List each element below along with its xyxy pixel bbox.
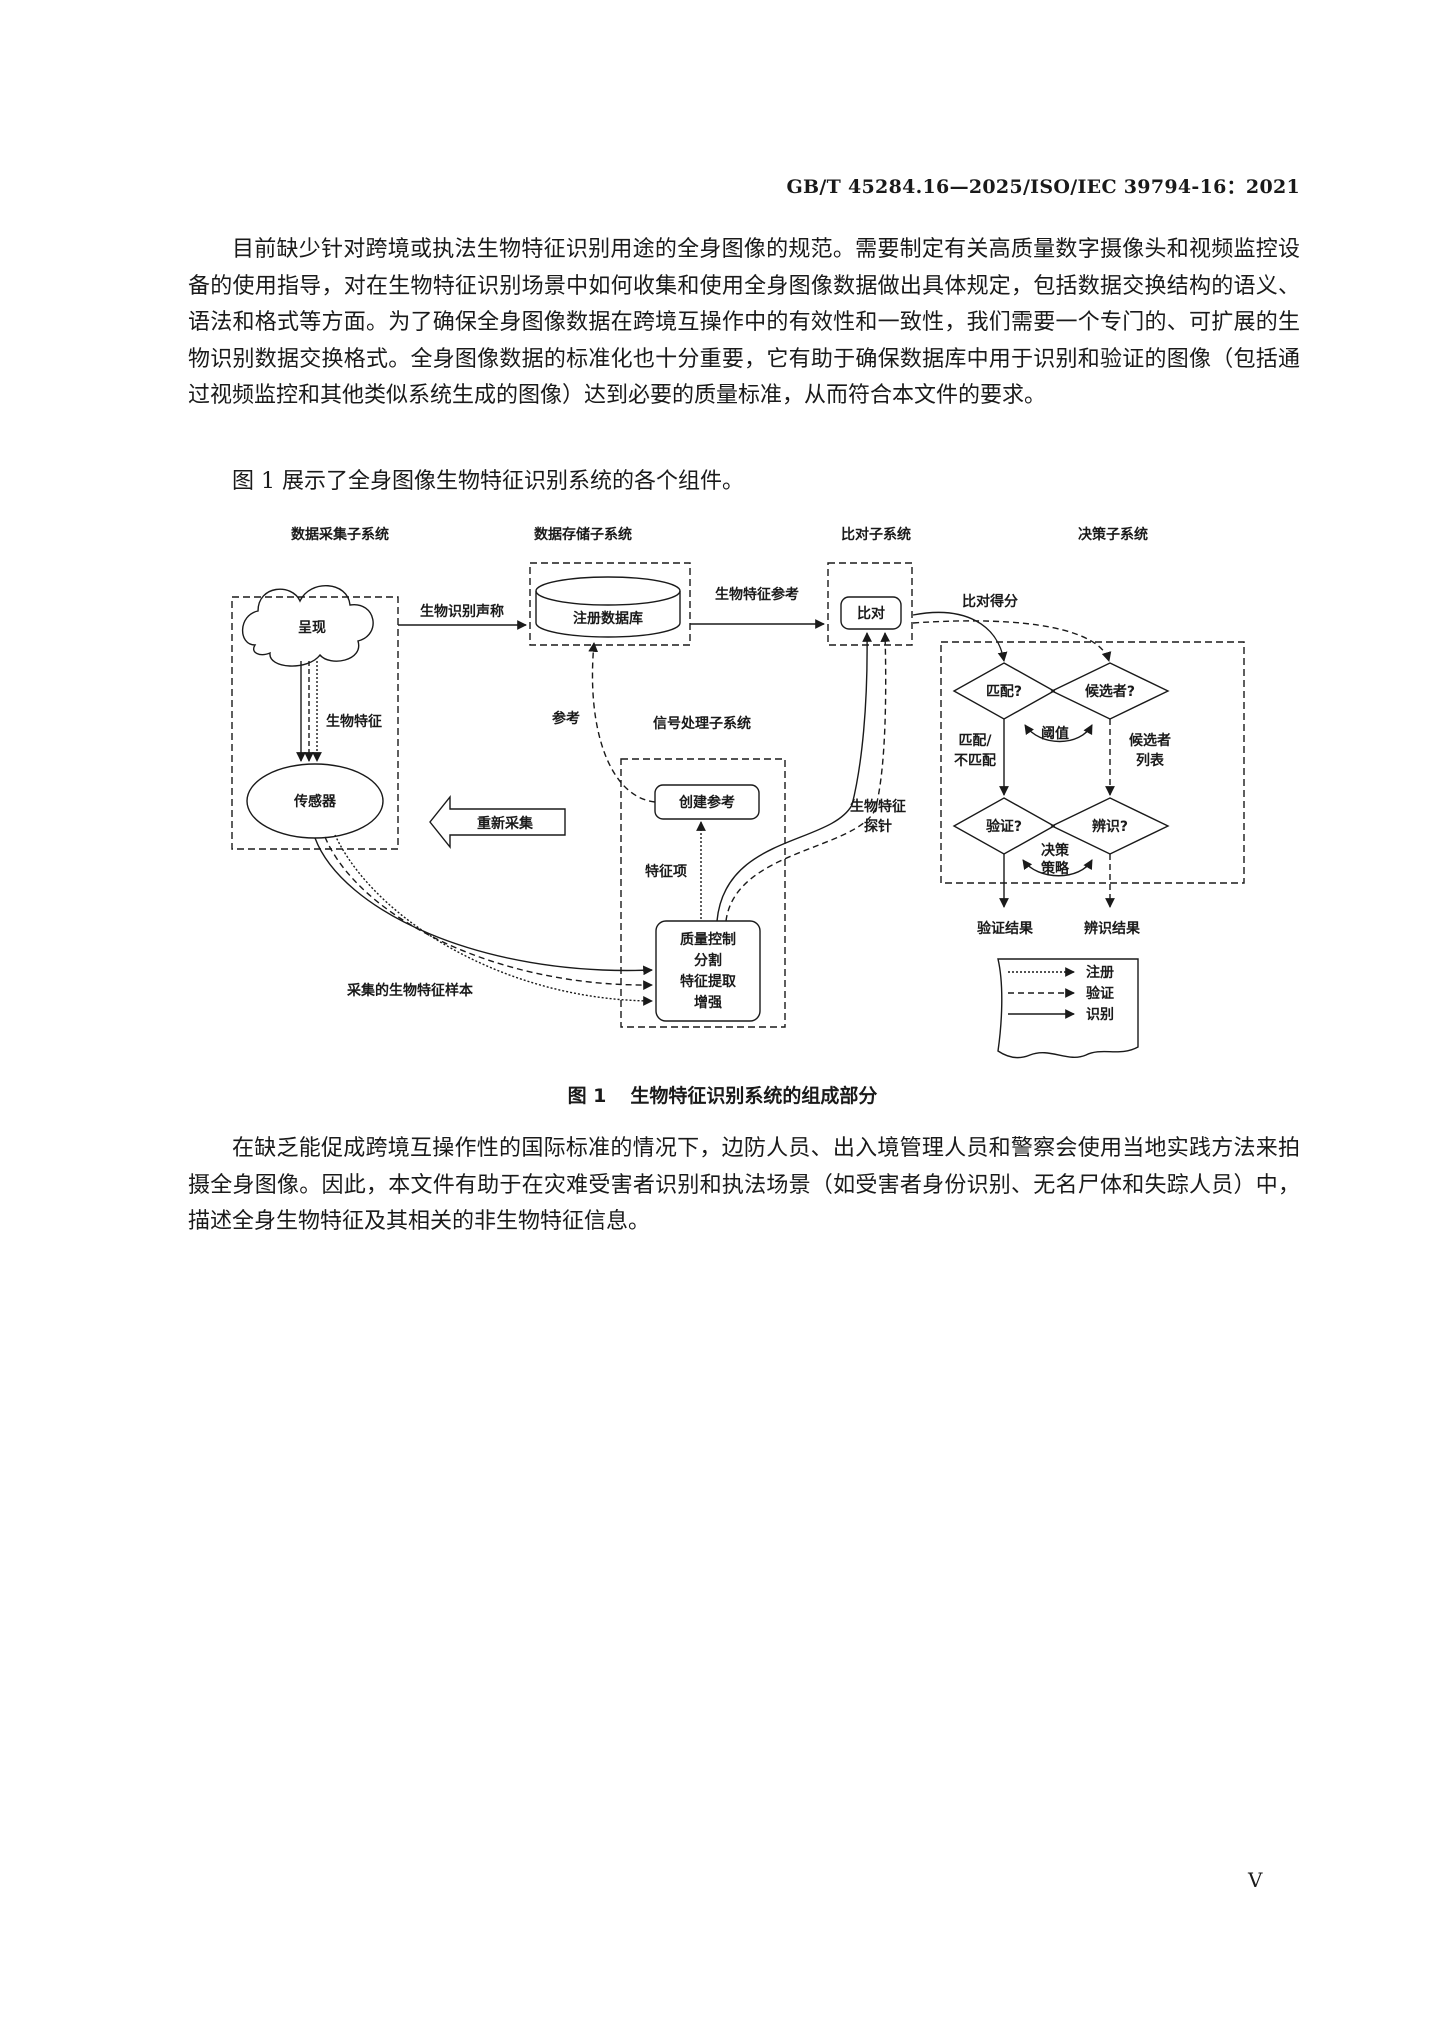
captured-sample-label: 采集的生物特征样本 bbox=[346, 982, 474, 999]
comparison-subsystem-frame bbox=[827, 562, 913, 646]
decision-subsystem-frame bbox=[940, 641, 1245, 884]
reference-label: 参考 bbox=[552, 710, 580, 727]
biometric-probe-label-line1: 生物特征 bbox=[850, 798, 906, 815]
compare-node bbox=[840, 596, 902, 630]
legend-box bbox=[997, 958, 1139, 1059]
match-nomatch-label-line2: 不匹配 bbox=[954, 753, 996, 769]
presentation-cloud bbox=[241, 585, 374, 667]
qc-label-line4: 增强 bbox=[694, 994, 722, 1011]
verification-result-label: 验证结果 bbox=[977, 920, 1034, 937]
policy-label-line1: 决策 bbox=[1041, 842, 1070, 859]
biometric-system-diagram: 数据采集子系统 数据存储子系统 比对子系统 决策子系统 呈现 传感器 生物特征 … bbox=[231, 526, 1245, 1059]
legend-identification: 识别 bbox=[1086, 1007, 1114, 1023]
candidate-label: 候选者? bbox=[1085, 683, 1135, 700]
recapture-arrow bbox=[429, 795, 566, 849]
compare-label: 比对 bbox=[857, 605, 885, 622]
policy-label-line2: 策略 bbox=[1040, 860, 1070, 877]
enrolment-database-label: 注册数据库 bbox=[573, 610, 643, 627]
legend-verification: 验证 bbox=[1086, 985, 1114, 1002]
candidate-list-label-line2: 列表 bbox=[1136, 752, 1165, 769]
presentation-label: 呈现 bbox=[298, 620, 326, 636]
match-nomatch-label-line1: 匹配/ bbox=[958, 733, 992, 749]
quality-control-node bbox=[655, 920, 761, 1022]
paragraph-conclusion: 在缺乏能促成跨境互操作性的国际标准的情况下，边防人员、出入境管理人员和警察会使用… bbox=[188, 1136, 1300, 1234]
figure-title: 生物特征识别系统的组成部分 bbox=[630, 1085, 878, 1107]
paragraph-intro: 目前缺少针对跨境或执法生物特征识别用途的全身图像的规范。需要制定有关高质量数字摄… bbox=[188, 237, 1300, 408]
paragraph-figure-reference: 图 1 展示了全身图像生物特征识别系统的各个组件。 bbox=[232, 469, 744, 494]
subsystem-title-data-capture: 数据采集子系统 bbox=[291, 526, 389, 543]
candidate-list-label-line1: 候选者 bbox=[1129, 732, 1171, 749]
features-label: 特征项 bbox=[645, 863, 687, 880]
enrolment-database bbox=[535, 591, 681, 638]
biometric-probe-label-line2: 探针 bbox=[864, 818, 892, 835]
comparison-score-label: 比对得分 bbox=[962, 593, 1018, 610]
figure-number: 图 1 bbox=[567, 1085, 607, 1107]
verify-label: 验证? bbox=[986, 818, 1022, 835]
subsystem-title-decision: 决策子系统 bbox=[1078, 526, 1148, 543]
data-storage-subsystem-frame bbox=[529, 562, 691, 646]
legend-enrolment: 注册 bbox=[1086, 964, 1114, 981]
create-reference-label: 创建参考 bbox=[678, 794, 735, 811]
biometric-reference-label: 生物特征参考 bbox=[715, 586, 799, 603]
page-number: V bbox=[1248, 1868, 1263, 1892]
threshold-label: 阈值 bbox=[1041, 725, 1069, 742]
match-label: 匹配? bbox=[986, 684, 1022, 700]
sensor-label: 传感器 bbox=[293, 793, 337, 810]
qc-label-line1: 质量控制 bbox=[680, 931, 736, 948]
subsystem-title-data-storage: 数据存储子系统 bbox=[534, 526, 632, 543]
identify-label: 辨识? bbox=[1092, 818, 1128, 835]
figure-caption: 图 1 生物特征识别系统的组成部分 bbox=[0, 1081, 1445, 1108]
qc-label-line2: 分割 bbox=[694, 952, 722, 969]
biometric-characteristics-label: 生物特征 bbox=[326, 713, 382, 730]
identification-result-label: 辨识结果 bbox=[1084, 920, 1141, 937]
recapture-label: 重新采集 bbox=[477, 815, 534, 832]
document-header: GB/T 45284.16—2025/ISO/IEC 39794-16：2021 bbox=[786, 176, 1300, 198]
qc-label-line3: 特征提取 bbox=[680, 973, 737, 990]
subsystem-title-signal-processing: 信号处理子系统 bbox=[653, 715, 751, 732]
subsystem-title-comparison: 比对子系统 bbox=[841, 526, 911, 543]
signal-processing-subsystem-frame bbox=[620, 758, 786, 1028]
biometric-claim-label: 生物识别声称 bbox=[420, 603, 504, 620]
data-capture-subsystem-frame bbox=[231, 596, 399, 850]
